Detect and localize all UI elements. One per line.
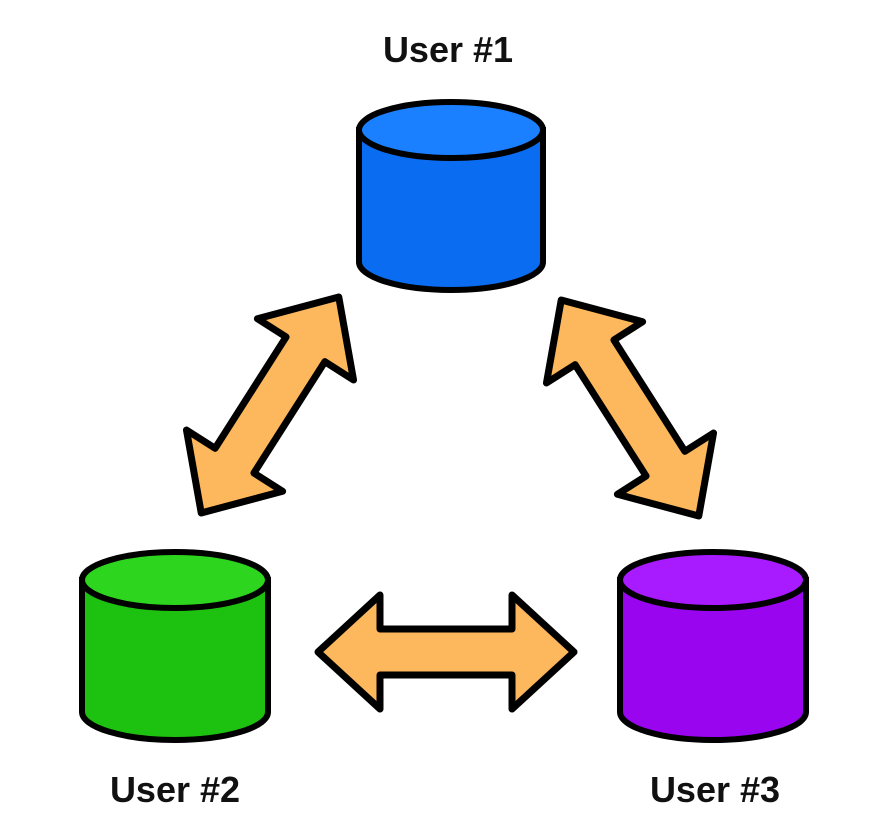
database-user1: User #1 (356, 29, 546, 293)
node-label-user3: User #3 (650, 769, 780, 810)
arrow-user1-user2 (153, 266, 387, 543)
database-user3: User #3 (617, 549, 809, 810)
database-user2: User #2 (79, 549, 271, 810)
arrow-user1-user3 (513, 269, 747, 546)
node-label-user2: User #2 (110, 769, 240, 810)
arrow-user2-user3 (318, 595, 574, 709)
node-label-user1: User #1 (383, 29, 513, 70)
